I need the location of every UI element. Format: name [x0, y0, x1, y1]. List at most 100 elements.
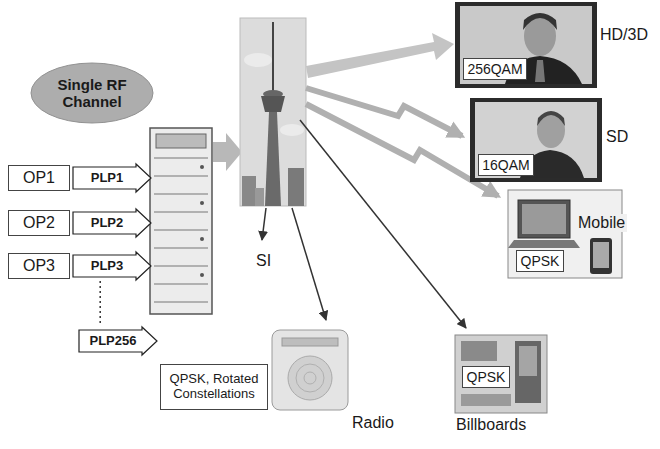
- rack-slot: [154, 158, 208, 159]
- laptop-screen: [518, 200, 570, 238]
- rack-led: [200, 201, 204, 205]
- billboard-frame: [455, 335, 547, 413]
- presenter-hair: [523, 13, 557, 30]
- modulation-tag: 16QAM: [478, 154, 534, 176]
- building: [255, 188, 264, 206]
- rack-led: [200, 237, 204, 241]
- ellipse-shape: [31, 63, 153, 123]
- billboard-screen: [519, 346, 537, 376]
- node-text: PLP1: [91, 171, 124, 186]
- radio-display: [282, 338, 338, 346]
- plp-arrow: PLP1: [72, 163, 152, 193]
- billboard-picture: [455, 335, 547, 413]
- rack-slot: [154, 302, 208, 303]
- rack-slot: [154, 176, 208, 177]
- operator-box: OP3: [8, 253, 70, 279]
- laptop-base: [508, 240, 580, 248]
- broadcast-arrow: [306, 33, 454, 78]
- node-text: QPSK: [467, 369, 506, 385]
- node-text: PLP2: [91, 216, 124, 231]
- service-label: Radio: [352, 414, 394, 432]
- service-label: Mobile: [576, 214, 627, 232]
- connector-line: [99, 281, 101, 326]
- cloud: [244, 53, 272, 67]
- node-text: OP2: [23, 214, 55, 232]
- block-arrow-shape: [79, 327, 157, 355]
- billboard-display: [515, 341, 541, 403]
- node-text: Single RF Channel: [50, 76, 134, 111]
- tower-sky: [240, 18, 306, 206]
- operator-box: OP2: [8, 210, 70, 236]
- multiplexer-rack: [150, 128, 212, 314]
- presenter-hair: [537, 111, 565, 126]
- broadcast-arrow: [306, 88, 462, 136]
- tv-frame: [470, 98, 602, 182]
- rack-slot: [154, 212, 208, 213]
- node-text: OP3: [23, 257, 55, 275]
- building: [288, 168, 304, 206]
- node-text: 256QAM: [467, 61, 522, 77]
- tower-shaft: [265, 112, 281, 206]
- tv-frame: [455, 2, 597, 88]
- radio-body: [272, 330, 348, 410]
- service-label: SD: [606, 128, 628, 146]
- radio-picture: [272, 330, 348, 410]
- rack-led: [200, 165, 204, 169]
- tower-mast: [272, 22, 274, 92]
- broadcast-arrow: [306, 104, 498, 196]
- node-text: QPSK, Rotated Constellations: [165, 372, 263, 402]
- rack-slot: [154, 194, 208, 195]
- block-arrow-shape: [73, 164, 151, 192]
- feed-arrow: [213, 133, 242, 171]
- rack-slot: [154, 230, 208, 231]
- tv-screen: [475, 102, 597, 178]
- rack-slot: [154, 248, 208, 249]
- modulation-note: QPSK, Rotated Constellations: [160, 364, 268, 410]
- sd-tv-picture: [470, 98, 602, 182]
- plp-arrow: PLP256: [78, 326, 158, 356]
- mobile-frame: [508, 190, 622, 278]
- cloud: [280, 124, 304, 136]
- modulation-tag: QPSK: [516, 250, 564, 272]
- radio-grille: [304, 372, 316, 384]
- radio-grille: [296, 364, 324, 392]
- rack-slot: [154, 284, 208, 285]
- node-text: 16QAM: [482, 157, 529, 173]
- phone: [590, 238, 612, 274]
- node-text: PLP3: [91, 259, 124, 274]
- modulation-tag: 256QAM: [463, 58, 527, 80]
- building: [242, 176, 256, 206]
- presenter-tie: [535, 60, 545, 82]
- presenter-head: [537, 112, 565, 148]
- plp-arrow: PLP2: [72, 208, 152, 238]
- node-text: PLP256: [90, 334, 137, 349]
- rack-panel: [156, 134, 206, 148]
- billboard-panel: [461, 341, 497, 361]
- hd-tv-picture: [455, 2, 597, 88]
- tower-pod: [261, 96, 285, 112]
- signalling-label: SI: [256, 252, 271, 270]
- block-arrow-shape: [73, 209, 151, 237]
- broadcast-line: [300, 120, 466, 328]
- mobile-picture: [508, 190, 622, 278]
- transmitter-tower: [240, 18, 306, 206]
- tv-screen: [460, 6, 592, 84]
- rack-slot: [154, 266, 208, 267]
- node-text: OP1: [23, 169, 55, 187]
- phone-screen: [593, 242, 609, 268]
- block-arrow-shape: [73, 252, 151, 280]
- billboard-floor: [461, 394, 511, 406]
- rack-led: [200, 273, 204, 277]
- operator-box: OP1: [8, 165, 70, 191]
- node-text: QPSK: [521, 253, 560, 269]
- channel-ellipse: Single RF Channel: [30, 62, 154, 124]
- rack-body: [150, 128, 212, 314]
- modulation-tag: QPSK: [462, 366, 510, 388]
- service-label: Billboards: [456, 416, 526, 434]
- plp-arrow: PLP3: [72, 251, 152, 281]
- service-label: HD/3D: [600, 26, 648, 44]
- laptop-display: [522, 204, 566, 234]
